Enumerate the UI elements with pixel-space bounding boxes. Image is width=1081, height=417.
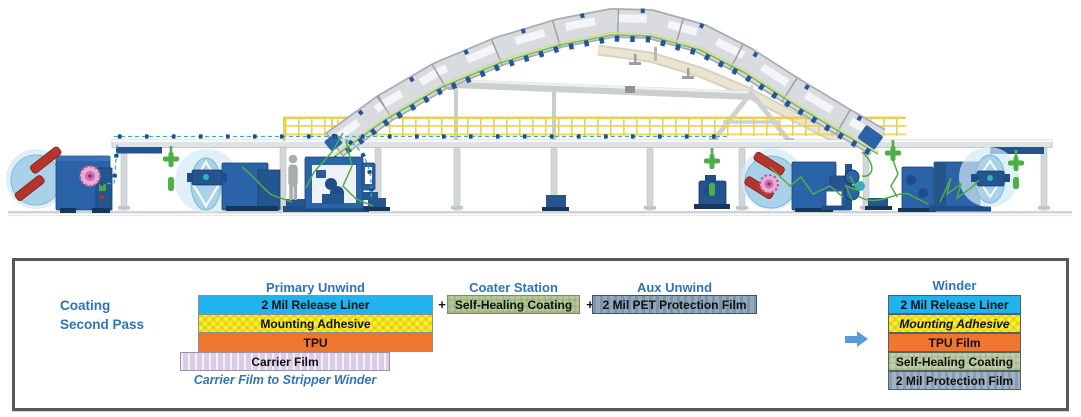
green-web-lines [241, 132, 980, 207]
flow-arrow-icon [845, 331, 868, 347]
turret-arm [14, 175, 45, 201]
coater-machine [283, 156, 390, 212]
machine-illustration [6, 7, 1072, 217]
web-roller-row [332, 35, 880, 163]
primary-unwind-title: Primary Unwind [266, 280, 365, 295]
dryer-arch [324, 7, 886, 163]
coater-station-title: Coater Station [469, 280, 558, 295]
laminator-winder [694, 148, 936, 212]
hoist-rail-left [116, 147, 162, 154]
coating-line-drawing [6, 7, 1072, 217]
winder-layer-tpu-film: TPU Film [888, 333, 1021, 352]
winder-layer-mounting-adhesive: Mounting Adhesive [888, 314, 1021, 333]
layer-carrier-film: Carrier Film [180, 352, 390, 371]
under-arch-stand [542, 195, 569, 211]
unwinder-2 [175, 149, 281, 213]
process-diagram-panel: Coating Second Pass Primary Unwind 2 Mil… [12, 258, 1069, 411]
winder-layer-release-liner: 2 Mil Release Liner [888, 295, 1021, 314]
layer-release-liner: 2 Mil Release Liner [198, 295, 433, 314]
ground-line [8, 211, 1072, 217]
winder-layer-self-healing: Self-Healing Coating [888, 352, 1021, 371]
rewinder [929, 147, 1019, 212]
hoist-hooks [163, 140, 1024, 196]
turret-arm [29, 146, 62, 174]
pass-label: Coating Second Pass [60, 296, 144, 334]
turret-arm [753, 151, 785, 176]
layer-pet-protection-film: 2 Mil PET Protection Film [592, 295, 757, 314]
plus-sign: + [438, 297, 446, 312]
carrier-film-caption: Carrier Film to Stripper Winder [193, 373, 377, 387]
unwinder-1 [6, 146, 113, 213]
pass-label-line2: Second Pass [60, 317, 145, 332]
hoist-hook-icon [704, 148, 720, 169]
plus-sign: + [586, 297, 594, 312]
winder-layer-protection-film: 2 Mil Protection Film [888, 371, 1021, 390]
layer-self-healing-coating: Self-Healing Coating [447, 295, 580, 314]
operator [288, 154, 298, 200]
hoist-hook-icon [163, 146, 179, 167]
winder-title: Winder [932, 278, 977, 293]
layer-tpu: TPU [198, 333, 433, 352]
aux-unwind-title: Aux Unwind [636, 280, 713, 295]
exit-walkway [597, 44, 843, 145]
pass-label-line1: Coating [60, 298, 111, 313]
layer-mounting-adhesive: Mounting Adhesive [198, 314, 433, 333]
